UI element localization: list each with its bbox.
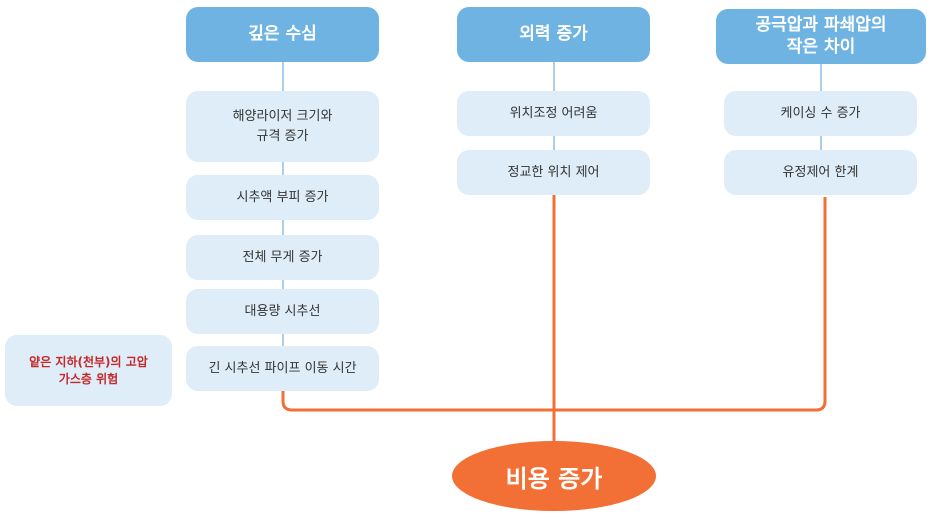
item-well-control-limit: 유정제어 한계: [724, 150, 917, 195]
header-deep-water: 깊은 수심: [186, 7, 379, 62]
right-orange-connector: [554, 197, 827, 412]
item-positioning-difficulty: 위치조정 어려움: [457, 91, 650, 136]
item-casing-count: 케이싱 수 증가: [724, 91, 917, 136]
header-external-force: 외력 증가: [457, 7, 650, 62]
header-pressure-margin: 공극압과 파쇄압의 작은 차이: [716, 9, 926, 64]
side-note-shallow-gas-risk: 얕은 지하(천부)의 고압 가스층 위험: [5, 335, 172, 406]
result-cost-increase: 비용 증가: [452, 441, 656, 511]
item-riser-size: 해양라이저 크기와 규격 증가: [186, 91, 379, 162]
item-drilling-fluid-volume: 시추액 부피 증가: [186, 175, 379, 220]
item-total-weight: 전체 무게 증가: [186, 235, 379, 280]
item-large-drillship: 대용량 시추선: [186, 289, 379, 334]
item-precise-position-control: 정교한 위치 제어: [457, 150, 650, 195]
item-pipe-travel-time: 긴 시추선 파이프 이동 시간: [186, 346, 379, 391]
left-orange-connector: [281, 390, 554, 412]
